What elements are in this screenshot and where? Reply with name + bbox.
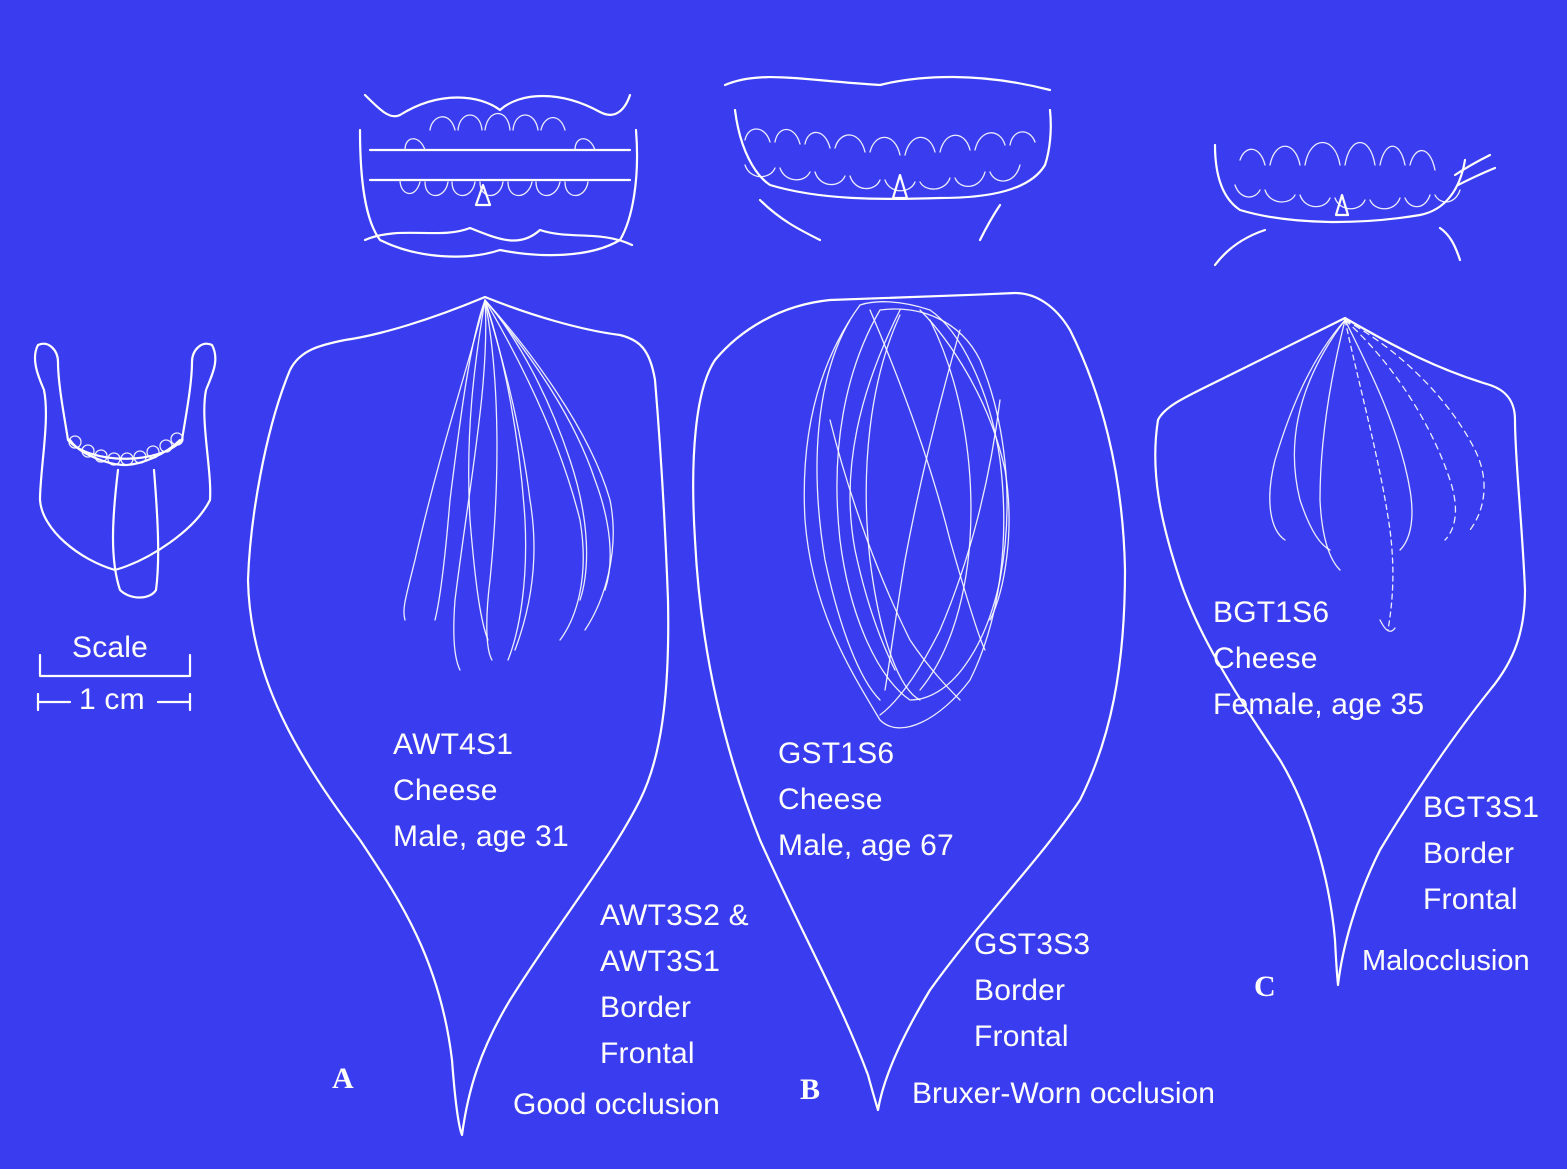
chew-label-c-line: Female, age 35: [1213, 682, 1424, 728]
border-label-b-line: Border: [974, 968, 1090, 1014]
border-label-a-line: Frontal: [600, 1031, 749, 1077]
occlusion-caption-c: Malocclusion: [1362, 945, 1530, 978]
border-label-c-line: BGT3S1: [1423, 785, 1539, 831]
chew-label-a-line: Male, age 31: [393, 814, 569, 860]
occlusion-caption-a: Good occlusion: [513, 1088, 720, 1122]
panel-letter-c: C: [1254, 970, 1276, 1004]
chew-label-b-line: Male, age 67: [778, 823, 954, 869]
chew-label-a: AWT4S1 Cheese Male, age 31: [393, 722, 569, 860]
panel-letter-b: B: [800, 1073, 820, 1107]
chew-label-b: GST1S6 Cheese Male, age 67: [778, 731, 954, 869]
border-label-a-line: AWT3S1: [600, 939, 749, 985]
mandible-icon: [35, 344, 215, 598]
occlusion-caption-b: Bruxer-Worn occlusion: [912, 1077, 1215, 1111]
border-label-b-line: Frontal: [974, 1014, 1090, 1060]
chewing-strokes-c: [1270, 320, 1484, 631]
chew-label-c: BGT1S6 Cheese Female, age 35: [1213, 590, 1424, 728]
chew-label-a-line: Cheese: [393, 768, 569, 814]
border-label-b: GST3S3 Border Frontal: [974, 922, 1090, 1060]
chewing-strokes-b: [804, 302, 1009, 728]
dentition-icon: [360, 95, 637, 257]
chew-label-b-line: GST1S6: [778, 731, 954, 777]
border-label-c-line: Frontal: [1423, 877, 1539, 923]
dentition-icon: [1215, 143, 1495, 266]
chew-label-c-line: BGT1S6: [1213, 590, 1424, 636]
scale-label: Scale: [72, 626, 148, 670]
chew-label-c-line: Cheese: [1213, 636, 1424, 682]
chew-label-a-line: AWT4S1: [393, 722, 569, 768]
border-label-c: BGT3S1 Border Frontal: [1423, 785, 1539, 923]
border-label-a: AWT3S2 & AWT3S1 Border Frontal: [600, 893, 749, 1077]
border-label-c-line: Border: [1423, 831, 1539, 877]
border-label-a-line: AWT3S2 &: [600, 893, 749, 939]
scale-unit-label: 1 cm: [79, 678, 145, 722]
dentition-icon: [725, 77, 1051, 240]
border-label-b-line: GST3S3: [974, 922, 1090, 968]
border-label-a-line: Border: [600, 985, 749, 1031]
chewing-strokes-a: [404, 300, 613, 670]
chew-label-b-line: Cheese: [778, 777, 954, 823]
panel-letter-a: A: [332, 1062, 354, 1096]
